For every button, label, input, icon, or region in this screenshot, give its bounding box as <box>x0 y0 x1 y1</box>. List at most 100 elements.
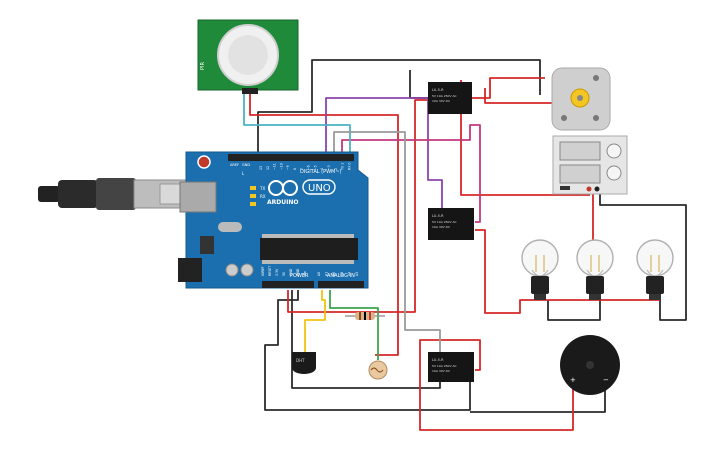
buzzer-plus-label: + <box>570 376 576 384</box>
pin-label: GND <box>296 268 300 276</box>
pin-label: Vin <box>303 271 307 276</box>
wire-relay1-top <box>409 70 430 99</box>
pin-label: A2 <box>332 272 336 276</box>
pin-label: A0 <box>317 272 321 276</box>
wire-gnd-top <box>257 59 541 157</box>
pin-label: 2 <box>334 168 338 170</box>
pin-label: A1 <box>325 272 329 276</box>
wire-green <box>329 290 379 360</box>
gnd-label: GND <box>242 163 250 167</box>
wire-gnd-lower <box>291 290 441 389</box>
pin-label: 4 <box>320 168 324 170</box>
pin-label: 8 <box>293 168 297 170</box>
pin-label: A3 <box>340 272 344 276</box>
reset-button[interactable] <box>197 155 211 169</box>
resistor <box>345 312 385 320</box>
wire-gray <box>333 131 441 360</box>
analog-header <box>318 281 364 288</box>
wires <box>243 59 687 431</box>
wire-red-psu <box>460 80 590 196</box>
light-bulbs <box>521 239 674 300</box>
dc-motor <box>551 67 611 131</box>
l-label: L <box>242 171 245 176</box>
svg-text:LU-5-R: LU-5-R <box>432 358 444 362</box>
wire-5v-main <box>287 99 430 313</box>
wire-purple <box>325 97 443 210</box>
power-supply <box>552 135 628 195</box>
crystal <box>218 222 242 232</box>
tx-label: TX <box>259 186 265 191</box>
svg-text:10A 30V DC: 10A 30V DC <box>432 369 450 373</box>
wire-teal <box>243 90 351 157</box>
light-bulb-2 <box>576 239 614 300</box>
wire-pink <box>341 124 481 223</box>
svg-text:10A 30V DC: 10A 30V DC <box>432 99 450 103</box>
analog-label: ANALOG IN <box>327 273 355 279</box>
wire-gnd-psu <box>599 190 687 321</box>
wire-red-relay1 <box>470 77 545 99</box>
pin-label: IOREF <box>261 266 265 276</box>
temperature-sensor: DHT <box>292 352 316 374</box>
pin-label: 3.3V <box>275 268 279 276</box>
pin-label: RESET <box>268 266 272 276</box>
light-bulb-3 <box>636 239 674 300</box>
svg-text:5V 10A 250V AC: 5V 10A 250V AC <box>432 94 457 98</box>
pir-sensor: PIR <box>197 19 299 94</box>
pin-label: ~5 <box>313 165 317 170</box>
buzzer: + − <box>560 335 620 395</box>
wire-red-relay2 <box>475 229 660 314</box>
pin-label: 5V <box>282 271 286 276</box>
aref-label: AREF <box>230 163 239 167</box>
pir-label: PIR <box>200 62 206 70</box>
power-jack <box>178 258 202 282</box>
digital-label: DIGITAL (PWM~) <box>300 169 342 175</box>
pin-label: ~11 <box>273 163 277 170</box>
wire-red-motor <box>484 88 553 104</box>
relay-3: LU-5-R 5V 10A 250V AC 10A 30V DC <box>428 352 474 382</box>
arduino-uno-board: TX RX L ARDUINO UNO DIGITAL (PWM~) POWER… <box>178 151 369 289</box>
pin-label: RX 0 <box>347 163 351 170</box>
wire-gnd-buzzer <box>470 385 606 413</box>
relay-1: LU-5-R 5V 10A 250V AC 10A 30V DC <box>428 82 472 114</box>
svg-text:5V 10A 250V AC: 5V 10A 250V AC <box>432 364 457 368</box>
wire-red-relay3 <box>419 339 574 431</box>
usb-cable <box>38 178 199 210</box>
light-bulb-1 <box>521 239 559 300</box>
pin-label: 7 <box>300 168 304 170</box>
svg-text:5V 10A 250V AC: 5V 10A 250V AC <box>432 220 457 224</box>
digital-header <box>228 154 354 161</box>
relay-2: LU-5-R 5V 10A 250V AC 10A 30V DC <box>428 208 474 240</box>
pin-label: GND <box>289 268 293 276</box>
usb-port <box>179 181 217 213</box>
buzzer-minus-label: − <box>603 376 609 384</box>
wire-gnd-bottom <box>264 290 471 411</box>
wire-gnd-bulbs <box>547 300 601 321</box>
pin-label: 12 <box>266 166 270 170</box>
pin-label: A4 <box>347 272 351 276</box>
wire-yellow <box>304 290 326 352</box>
arduino-logo-icon <box>268 180 298 196</box>
sensor-label: DHT <box>296 358 305 363</box>
arduino-brand: ARDUINO <box>267 199 298 206</box>
power-label: POWER <box>290 273 309 279</box>
pin-label: A5 <box>355 272 359 276</box>
power-header <box>262 281 314 288</box>
photoresistor <box>368 360 388 380</box>
svg-text:LU-5-R: LU-5-R <box>432 88 444 92</box>
svg-text:10A 30V DC: 10A 30V DC <box>432 225 450 229</box>
atmega-chip <box>260 238 358 260</box>
pin-label: ~9 <box>286 165 290 170</box>
pin-label: ~3 <box>327 165 331 170</box>
pin-label: 13 <box>259 166 263 170</box>
pin-label: ~6 <box>307 165 311 170</box>
pin-label: ~10 <box>279 163 283 170</box>
arduino-model: UNO <box>308 183 331 194</box>
rx-label: RX <box>260 194 266 199</box>
pin-label: TX 1 <box>341 163 345 171</box>
svg-text:LU-5-R: LU-5-R <box>432 214 444 218</box>
